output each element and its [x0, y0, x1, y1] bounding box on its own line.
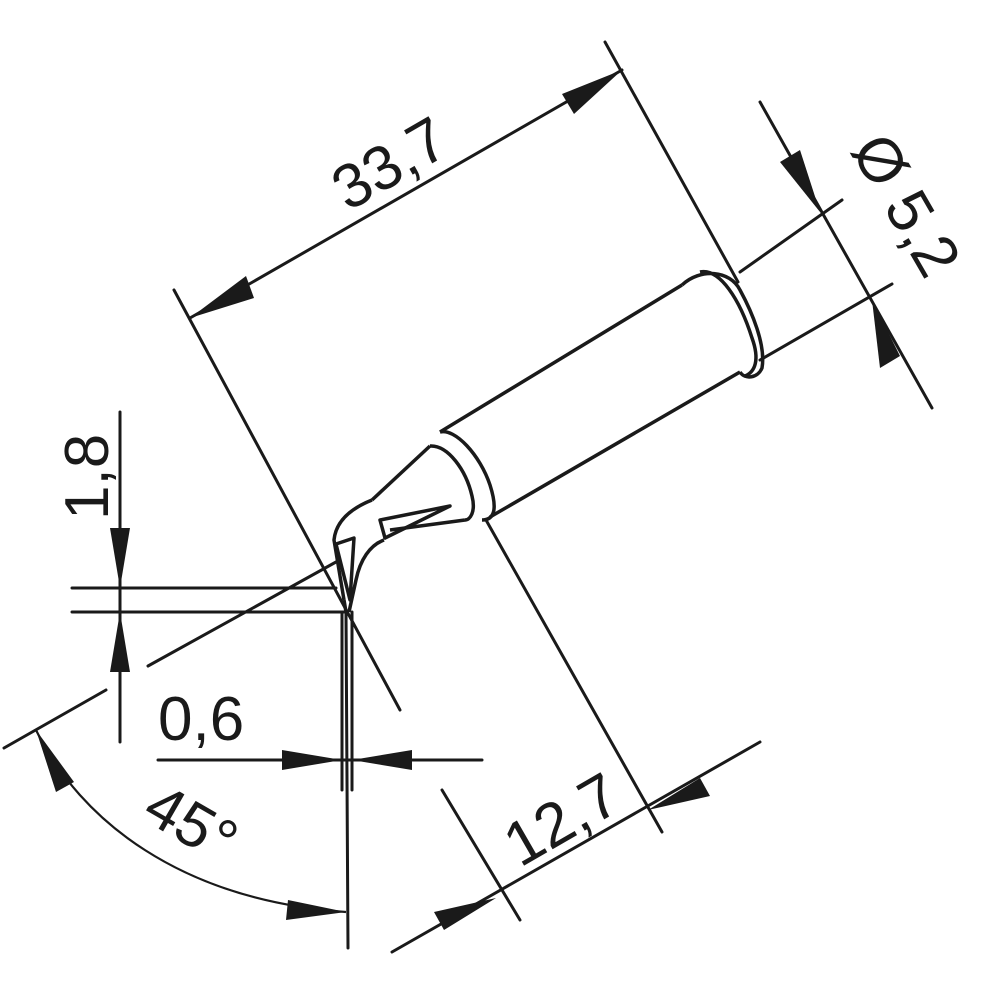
dimension-diameter: Ø 5,2	[738, 100, 974, 410]
tip-face	[334, 536, 356, 602]
diameter-label: Ø 5,2	[838, 123, 974, 289]
shaft-upper-edge	[439, 283, 683, 434]
dimension-tip-offset: 1,8	[53, 410, 346, 744]
tip-offset-label: 1,8	[53, 434, 122, 520]
bent-neck	[332, 498, 373, 601]
shaft-end-ring-inner	[429, 444, 476, 522]
bent-neck-lower	[347, 538, 385, 613]
dimension-bend-length: 12,7	[390, 518, 762, 954]
shaft-lower-edge	[489, 370, 741, 519]
taper-upper	[370, 444, 432, 502]
collar-front	[699, 270, 758, 378]
bend-angle-label: 45°	[133, 770, 249, 877]
overall-length-label: 33,7	[321, 104, 460, 224]
collar-ring	[680, 271, 765, 379]
dimension-overall-length: 33,7	[172, 40, 740, 712]
tip-width-label: 0,6	[158, 685, 244, 754]
dimension-tip-width: 0,6	[156, 610, 484, 792]
tip-outline	[332, 270, 765, 614]
bend-length-label: 12,7	[493, 760, 632, 880]
taper-cone	[378, 504, 452, 540]
shaft-end-ring	[439, 429, 496, 522]
